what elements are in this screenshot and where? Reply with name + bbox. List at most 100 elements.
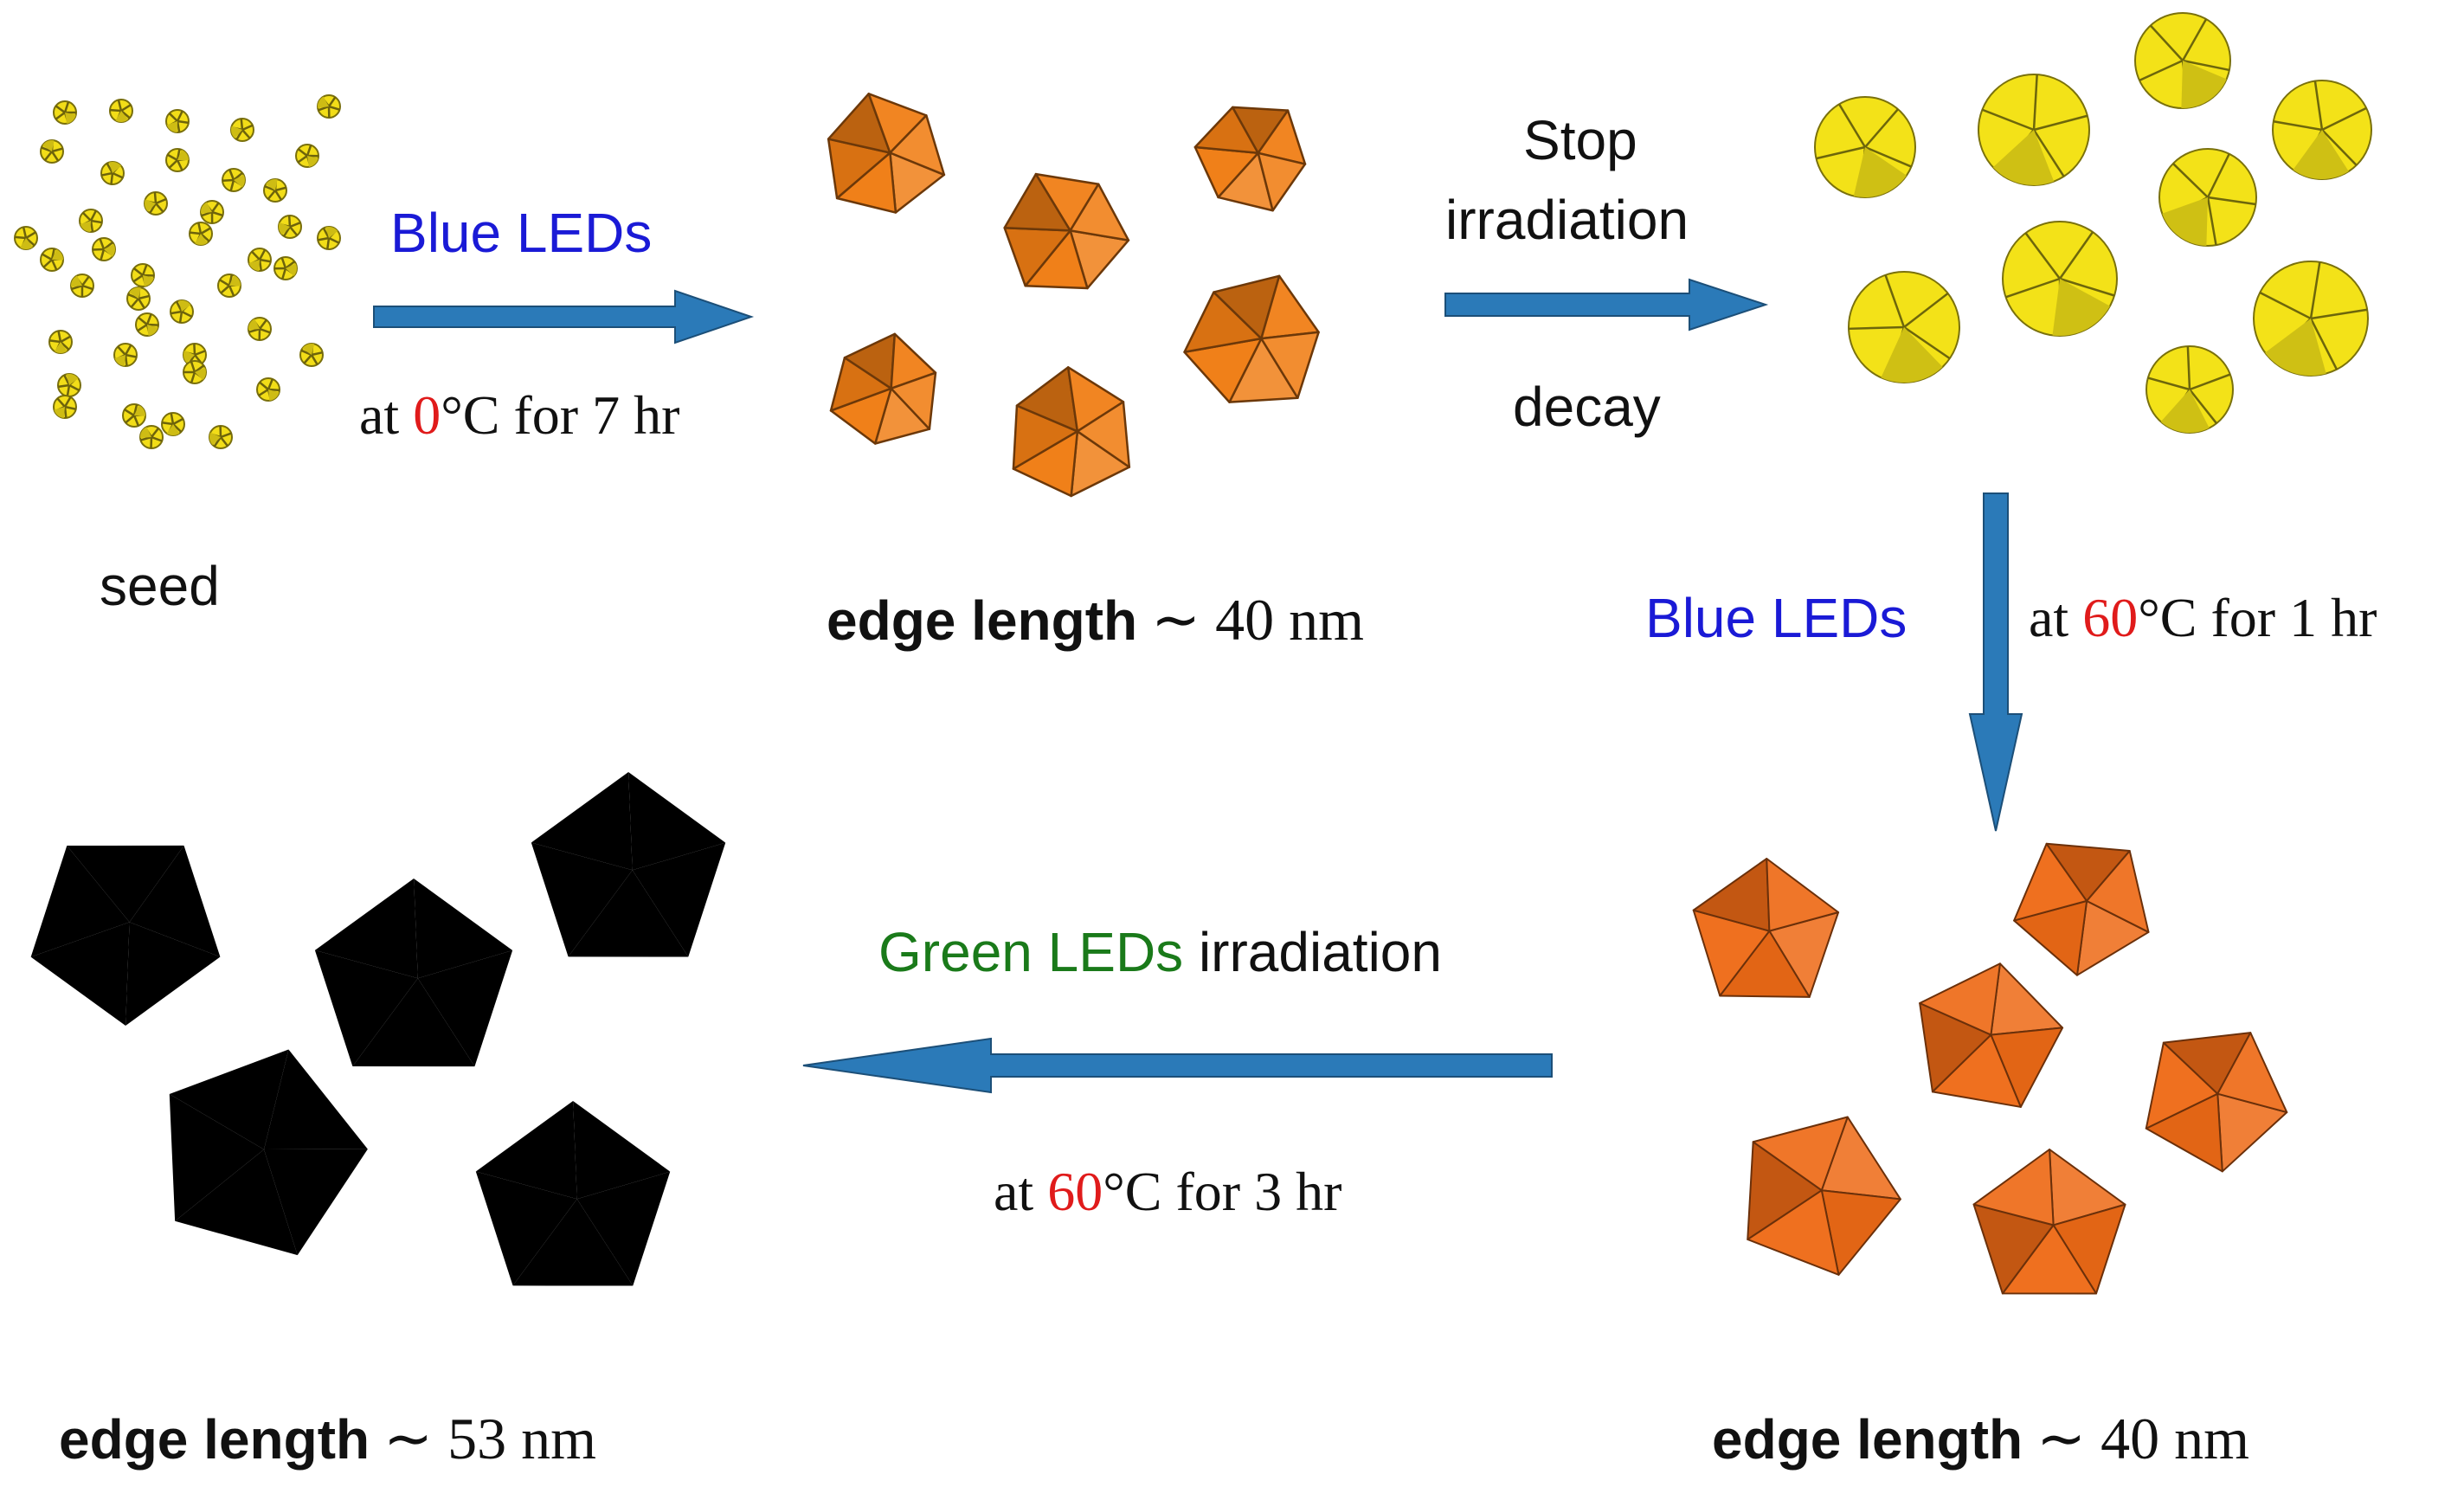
particle-edge [289,216,290,227]
step3-condition: at 60°C for 1 hr [2029,590,2377,646]
yellow-particle [2003,222,2117,336]
pentagonal-particle [170,1050,368,1256]
seed-particle [248,248,271,271]
step4-suffix: irradiation [1183,921,1442,983]
yellow-particle-cluster [1815,13,2371,433]
pentagonal-particle [2146,1033,2287,1171]
seed-label: seed [100,558,220,614]
step1-at: at [359,384,413,446]
particle-edge [155,192,156,203]
edge-length-c: edge length ∼ 53 nm [59,1409,596,1468]
seed-particle [127,287,150,310]
seed-particle [49,331,72,353]
edge-length-b-value: ∼ 40 nm [2036,1406,2249,1471]
seed-particle [170,300,193,323]
seed-particle [93,238,115,261]
step3-rest: °C for 1 hr [2138,587,2377,648]
edge-length-a: edge length ∼ 40 nm [827,590,1364,649]
seed-particle [222,169,245,191]
seed-particle [264,179,286,202]
yellow-particle [2254,261,2368,376]
seed-particle [145,192,167,215]
step1-led-label: Blue LEDs [390,205,652,261]
pentagonal-particle [315,879,512,1066]
seed-particle [58,374,80,396]
step3-at: at [2029,587,2082,648]
pentagonal-particle [1694,859,1838,997]
step3-led-label: Blue LEDs [1645,590,1907,646]
orange-particle [1185,276,1319,402]
orange-particle [828,93,944,212]
seed-particle [162,413,184,435]
step1-rest: °C for 7 hr [441,384,679,446]
arrow-right-blue-leds [374,291,751,343]
seed-particle [114,344,137,366]
seed-particle [71,274,93,297]
seed-particle [101,162,124,184]
pentagonal-particle [531,772,725,957]
yellow-particle [2273,80,2371,179]
particle-edge [260,260,261,271]
edge-length-c-label: edge length [59,1408,370,1471]
edge-length-c-value: ∼ 53 nm [383,1406,596,1471]
particle-edge [190,233,201,234]
orange-particle [1195,107,1305,210]
step2-line3: decay [1513,379,1661,435]
step4-at: at [994,1161,1047,1222]
seed-particle [136,313,158,336]
seed-particle [231,119,254,141]
seed-particle [300,344,323,366]
seed-particle [80,209,102,232]
arrow-down-blue-leds [1970,493,2022,831]
seed-particle [123,404,145,427]
particle-edge [125,355,127,366]
particle-edge [162,422,173,424]
seed-particle [110,100,132,122]
yellow-particle [2146,346,2233,433]
pink-particle-cluster [31,772,726,1286]
particle-edge [49,340,61,342]
seed-cluster [15,95,340,448]
particle-facet [1991,963,2062,1034]
pentagonal-particle [1747,1117,1901,1275]
particle-edge [327,238,329,249]
yellow-particle [1978,74,2089,185]
pentagonal-particle [476,1101,670,1286]
seed-particle [201,201,223,223]
seed-particle [274,257,297,280]
seed-particle [54,101,76,124]
yellow-particle [2135,13,2230,108]
seed-particle [218,274,241,297]
orange-particle [831,334,936,444]
seed-particle [183,361,206,383]
step1-condition: at 0°C for 7 hr [359,388,679,443]
seed-particle [166,110,189,132]
seed-particle [41,140,63,163]
pentagonal-particle [2014,844,2148,975]
step4-condition: at 60°C for 3 hr [994,1164,1341,1220]
seed-particle [54,396,76,418]
step4-label: Green LEDs irradiation [878,924,1442,980]
seed-particle [279,216,301,238]
dark-orange-particle-cluster [1694,844,2287,1294]
edge-length-b: edge length ∼ 40 nm [1712,1409,2249,1468]
edge-length-a-label: edge length [827,589,1137,652]
seed-particle [318,95,340,118]
seed-particle [190,222,212,245]
arrow-left-green-leds [803,1039,1552,1092]
orange-particle-cluster [828,93,1318,496]
particle-edge [15,237,26,238]
particle-edge [110,110,121,111]
seed-particle [318,227,340,249]
step4-rest: °C for 3 hr [1103,1161,1341,1222]
particle-edge [111,173,113,184]
orange-particle [1013,367,1129,496]
step4-led: Green LEDs [878,921,1183,983]
yellow-particle [1849,272,1959,383]
seed-particle [257,378,280,401]
pentagonal-particle [1974,1149,2126,1293]
pentagonal-particle [31,846,221,1026]
particle-edge [222,180,234,181]
seed-particle [140,426,163,448]
